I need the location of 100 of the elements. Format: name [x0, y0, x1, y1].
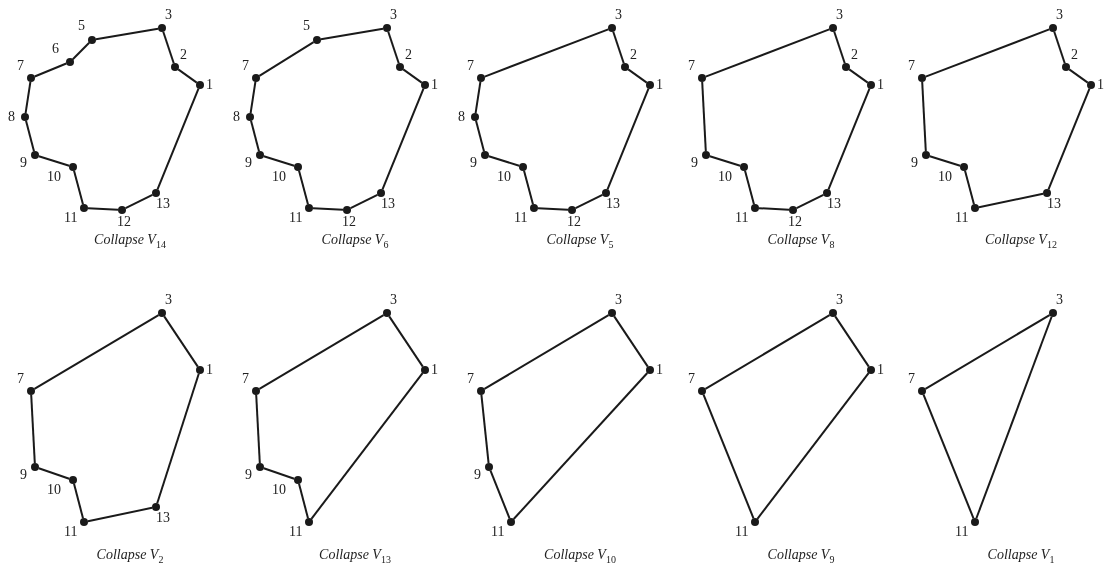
vertex-number: 11 [514, 211, 528, 225]
vertex-number: 3 [615, 8, 622, 22]
polygon-edge [795, 193, 825, 210]
vertex-number: 1 [431, 78, 438, 92]
polygon-edge [162, 30, 175, 65]
polygon-edge [381, 87, 425, 191]
vertex-dot [602, 189, 610, 197]
vertex-dot [1049, 309, 1057, 317]
vertex-dot [789, 206, 797, 214]
vertex-number: 1 [431, 363, 438, 377]
vertex-number: 9 [245, 468, 252, 482]
polygon-edge [537, 207, 569, 211]
polygon-edge [483, 314, 610, 390]
vertex-number: 10 [497, 170, 511, 184]
vertex-number: 7 [242, 372, 249, 386]
polygon-edge [37, 155, 71, 167]
polygon-edge [388, 315, 424, 368]
vertex-dot [608, 309, 616, 317]
caption: Collapse V$_{2}$ [96, 546, 164, 567]
polygon-edge [702, 393, 755, 520]
polygon-edge [606, 87, 650, 191]
polygon-edge [258, 41, 315, 77]
vertex-number: 6 [52, 42, 59, 56]
vertex-dot [21, 113, 29, 121]
polygon-edge [921, 81, 927, 152]
vertex-number: 3 [390, 293, 397, 307]
vertex-number: 10 [272, 170, 286, 184]
polygon-edge [73, 482, 84, 520]
vertex-number: 12 [117, 215, 131, 229]
polygon-edge [704, 314, 831, 390]
polygon-edge [349, 193, 379, 210]
vertex-dot [152, 189, 160, 197]
caption: Collapse V$_{14}$ [94, 231, 166, 252]
vertex-dot [294, 163, 302, 171]
vertex-number: 7 [242, 59, 249, 73]
polygon-edge [964, 169, 975, 206]
vertex-dot [507, 518, 515, 526]
vertex-number: 2 [405, 48, 412, 62]
vertex-number: 9 [470, 156, 477, 170]
polygon-edge [87, 207, 119, 211]
polygon-edge [756, 372, 870, 520]
vertex-dot [960, 163, 968, 171]
vertex-dot [252, 387, 260, 395]
polygon-edge [827, 87, 871, 191]
polygon-edge [298, 482, 309, 520]
vertex-number: 1 [877, 78, 884, 92]
polygon-edge [848, 68, 869, 84]
vertex-dot [751, 204, 759, 212]
vertex-number: 3 [165, 293, 172, 307]
polygon-edge [708, 155, 742, 167]
polygon-edge [704, 28, 831, 78]
vertex-dot [383, 24, 391, 32]
polygon-edge [258, 314, 385, 390]
polygon-edge [33, 62, 68, 78]
polygon-edge [30, 394, 36, 464]
caption: Collapse V$_{8}$ [767, 231, 835, 252]
polygon-edge [475, 119, 485, 153]
polygon-edge [156, 372, 200, 505]
vertex-dot [918, 74, 926, 82]
polygon-edge [480, 394, 490, 464]
vertex-dot [646, 366, 654, 374]
vertex-number: 7 [467, 372, 474, 386]
polygon-edge [310, 372, 424, 520]
polygon-edge [25, 119, 35, 153]
vertex-number: 9 [691, 156, 698, 170]
caption: Collapse V$_{13}$ [319, 546, 391, 567]
vertex-number: 1 [206, 78, 213, 92]
caption: Collapse V$_{5}$ [546, 231, 614, 252]
vertex-number: 10 [47, 170, 61, 184]
vertex-number: 12 [567, 215, 581, 229]
vertex-dot [842, 63, 850, 71]
vertex-dot [31, 463, 39, 471]
polygon-edge [612, 30, 625, 65]
polygon-edge [483, 28, 610, 78]
polygon-edge [977, 192, 1045, 209]
polygon-edge [512, 371, 649, 521]
vertex-dot [158, 309, 166, 317]
polygon-edge [574, 193, 604, 210]
vertex-number: 9 [474, 468, 481, 482]
polygon-edge [924, 314, 1051, 390]
caption: Collapse V$_{1}$ [987, 546, 1055, 567]
polygon-edge [402, 68, 423, 84]
polygon-edge [744, 169, 755, 206]
polygon-edge [37, 467, 71, 480]
vertex-dot [88, 36, 96, 44]
vertex-number: 10 [938, 170, 952, 184]
vertex-number: 1 [206, 363, 213, 377]
vertex-dot [396, 63, 404, 71]
vertex-number: 5 [303, 19, 310, 33]
vertex-number: 7 [688, 59, 695, 73]
vertex-number: 3 [165, 8, 172, 22]
vertex-number: 13 [827, 197, 841, 211]
vertex-dot [530, 204, 538, 212]
vertex-number: 7 [467, 59, 474, 73]
vertex-number: 11 [955, 211, 969, 225]
polygon-edge [262, 155, 296, 167]
vertex-dot [69, 163, 77, 171]
vertex-number: 9 [245, 156, 252, 170]
vertex-dot [27, 387, 35, 395]
vertex-number: 9 [20, 468, 27, 482]
